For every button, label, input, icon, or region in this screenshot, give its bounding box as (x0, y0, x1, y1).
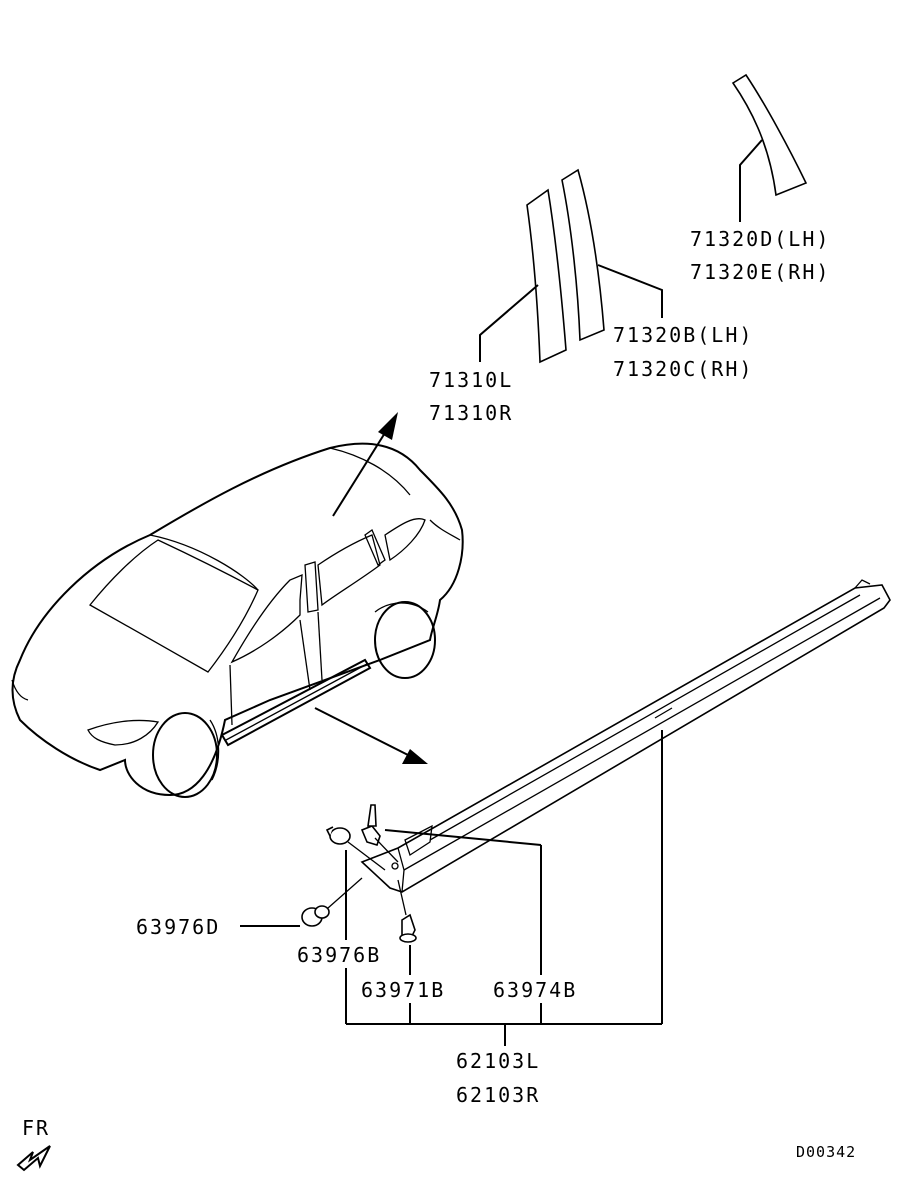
label-71320b: 71320B(LH) (613, 323, 753, 347)
label-63971b: 63971B (361, 978, 445, 1002)
arrow-to-pillars (332, 412, 398, 517)
label-63976b: 63976B (297, 943, 381, 967)
fastener-63976d (301, 877, 363, 927)
label-71320e: 71320E(RH) (690, 260, 830, 284)
vehicle-illustration (11, 442, 464, 798)
label-71320c: 71320C(RH) (613, 357, 753, 381)
arrow-to-sill (314, 707, 428, 764)
label-62103l: 62103L (456, 1049, 540, 1073)
leader-lines (240, 730, 663, 1046)
pillar-trim-71320b-c (561, 168, 663, 342)
label-62103r: 62103R (456, 1083, 540, 1107)
label-63976d: 63976D (136, 915, 220, 939)
screw-63971b (397, 879, 417, 943)
diagram-id: D00342 (796, 1143, 856, 1161)
pillar-trim-71320d-e (731, 73, 808, 222)
fastener-63976b (325, 826, 386, 871)
label-63974b: 63974B (493, 978, 577, 1002)
side-sill-garnish-62103 (360, 579, 891, 893)
front-arrow-icon (16, 1145, 51, 1172)
fastener-63974b (360, 804, 399, 863)
fr-label: FR (22, 1116, 50, 1140)
label-71310l: 71310L (429, 368, 513, 392)
label-71320d: 71320D(LH) (690, 227, 830, 251)
pillar-trim-71310 (479, 188, 567, 364)
front-direction-indicator: FR (16, 1116, 51, 1172)
label-71310r: 71310R (429, 401, 513, 425)
